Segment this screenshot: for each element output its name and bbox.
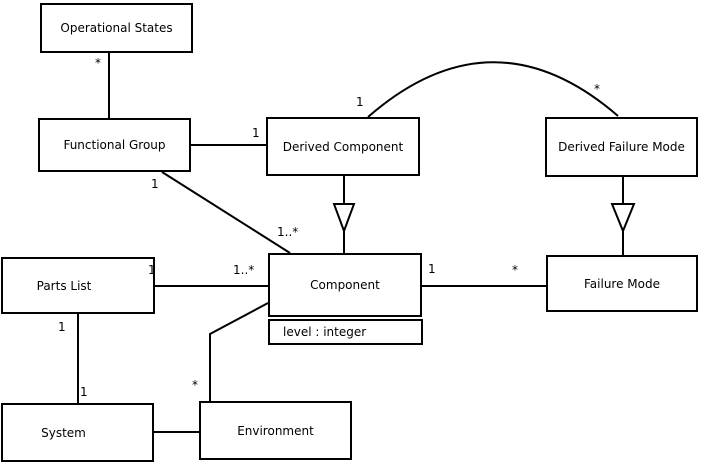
class-box-system: System: [1, 403, 154, 462]
class-name-operational-states: Operational States: [60, 21, 173, 35]
multiplicity-arc-derived-failure-mode-end: *: [594, 82, 600, 96]
multiplicity-environment-end: *: [192, 378, 198, 392]
class-box-functional-group: Functional Group: [38, 118, 191, 172]
association-line-functional-group-component: [161, 171, 291, 254]
class-name-system: System: [41, 425, 86, 440]
class-name-parts-list: Parts List: [36, 278, 92, 293]
class-attribute-compartment-component: level : integer: [268, 319, 423, 345]
class-name-component: Component: [310, 278, 380, 292]
class-box-component: Component: [268, 253, 422, 317]
class-name-functional-group: Functional Group: [63, 138, 166, 152]
multiplicity-functional-group-end: 1: [151, 177, 159, 191]
generalization-arrowhead-derived-component-icon: [332, 203, 356, 234]
class-box-environment: Environment: [199, 401, 352, 460]
class-attribute-level: level : integer: [283, 325, 367, 339]
association-line-environment-component: [209, 302, 269, 401]
class-name-derived-component: Derived Component: [282, 139, 404, 154]
multiplicity-derived-component-end: 1: [252, 126, 260, 140]
multiplicity-operational-states-end: *: [95, 56, 101, 70]
generalization-arrowhead-derived-failure-mode-icon: [610, 203, 636, 234]
class-box-failure-mode: Failure Mode: [546, 255, 698, 312]
association-arc-derived-component-derived-failure-mode: [367, 61, 619, 118]
class-name-failure-mode: Failure Mode: [584, 276, 660, 291]
class-name-derived-failure-mode: Derived Failure Mode: [558, 140, 685, 154]
multiplicity-parts-list-end-to-system: 1: [58, 320, 66, 334]
multiplicity-arc-derived-component-end: 1: [356, 95, 364, 109]
multiplicity-component-end-from-functional-group: 1..*: [277, 225, 299, 239]
multiplicity-parts-list-end-to-component: 1: [148, 263, 156, 277]
multiplicity-system-end: 1: [80, 385, 88, 399]
multiplicity-failure-mode-end: *: [512, 263, 518, 277]
multiplicity-component-end-from-parts-list: 1..*: [233, 263, 255, 277]
class-box-operational-states: Operational States: [40, 3, 193, 53]
class-box-derived-component: Derived Component: [266, 117, 420, 176]
multiplicity-component-end-to-failure-mode: 1: [428, 262, 436, 276]
class-box-parts-list: Parts List: [1, 257, 155, 314]
class-box-derived-failure-mode: Derived Failure Mode: [545, 117, 698, 177]
class-name-environment: Environment: [237, 423, 314, 438]
